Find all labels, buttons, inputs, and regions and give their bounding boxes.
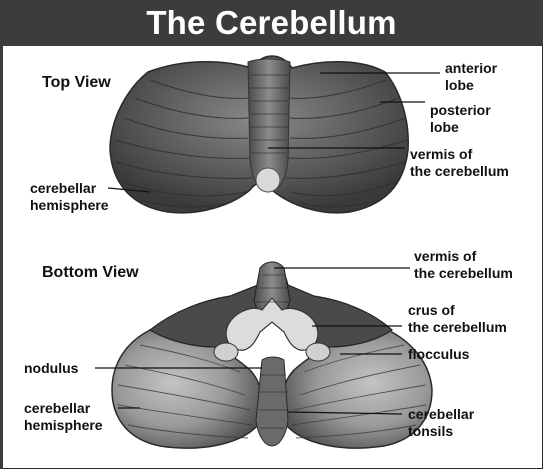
bottom-view-label: Bottom View bbox=[42, 264, 139, 282]
label-cerebellar-hemisphere-bottom: cerebellar hemisphere bbox=[24, 400, 103, 434]
label-crus: crus of the cerebellum bbox=[408, 302, 507, 336]
label-nodulus: nodulus bbox=[24, 360, 78, 377]
label-vermis-bottom: vermis of the cerebellum bbox=[414, 248, 513, 282]
label-posterior-lobe: posterior lobe bbox=[430, 102, 491, 136]
bottom-view-cerebellum bbox=[112, 262, 432, 448]
label-cerebellar-hemisphere-top: cerebellar hemisphere bbox=[30, 180, 109, 214]
label-anterior-lobe: anterior lobe bbox=[445, 60, 497, 94]
top-view-label: Top View bbox=[42, 74, 111, 92]
label-cerebellar-tonsils: cerebellar tonsils bbox=[408, 406, 474, 440]
label-flocculus: flocculus bbox=[408, 346, 469, 363]
top-view-cerebellum bbox=[110, 56, 408, 213]
label-vermis-top: vermis of the cerebellum bbox=[410, 146, 509, 180]
